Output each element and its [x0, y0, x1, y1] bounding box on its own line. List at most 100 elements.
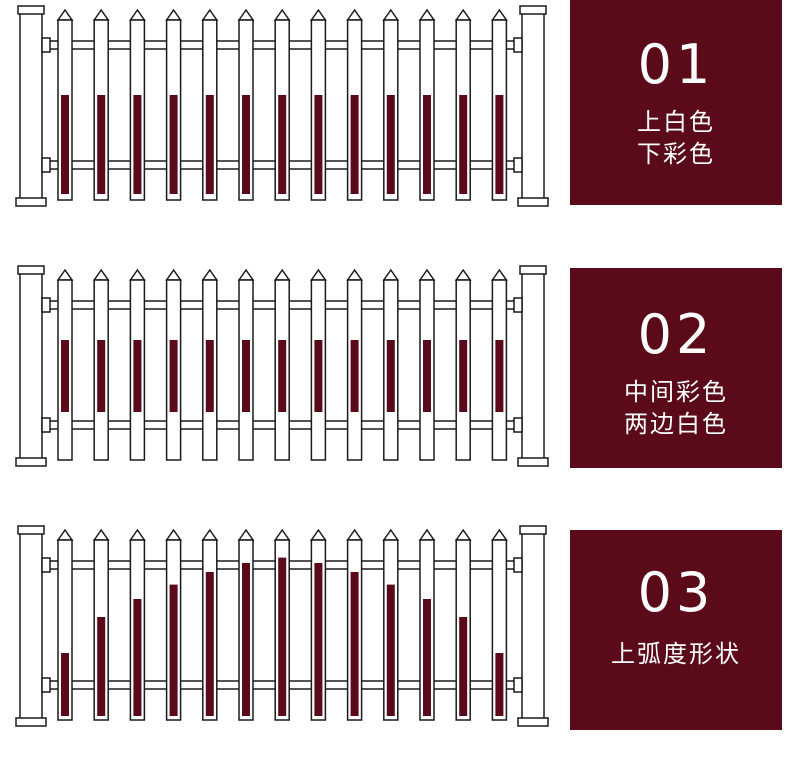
picket-tip [418, 268, 436, 281]
picket-tip [56, 268, 74, 281]
option-caption-line: 两边白色 [624, 410, 728, 438]
rail-bracket [41, 417, 51, 433]
picket-tip [56, 8, 74, 21]
picket-tip [273, 8, 291, 21]
option-caption-line: 中间彩色 [624, 378, 728, 406]
post-cap [519, 5, 547, 15]
picket-color-segment [386, 584, 395, 716]
picket-tip [128, 8, 146, 21]
picket-tip [237, 8, 255, 21]
picket-color-segment [278, 340, 287, 412]
picket-tip [128, 528, 146, 541]
picket-color-segment [133, 340, 142, 412]
picket-tip [165, 8, 183, 21]
picket-color-segment [495, 95, 504, 194]
rail-bracket [513, 297, 523, 313]
post-base [15, 717, 47, 727]
option-card: 01 上白色 下彩色 [570, 0, 782, 205]
picket-color-segment [386, 95, 395, 194]
rail-bracket [41, 297, 51, 313]
option-number: 03 [637, 561, 715, 624]
post-base [517, 457, 549, 467]
post-base [15, 457, 47, 467]
picket-tip [382, 268, 400, 281]
picket-tip [309, 8, 327, 21]
rail-bracket [41, 557, 51, 573]
fence-illustration [15, 5, 549, 207]
fence-illustration [15, 525, 549, 727]
picket-color-segment [61, 653, 69, 716]
picket-color-segment [459, 95, 468, 194]
picket-tip [346, 268, 364, 281]
picket-color-segment [314, 340, 323, 412]
picket-tip [237, 268, 255, 281]
picket-color-segment [242, 563, 250, 716]
picket-tip [56, 528, 74, 541]
picket-color-segment [459, 617, 468, 716]
fence-post [19, 529, 43, 721]
picket-color-segment [350, 95, 359, 194]
picket-color-segment [133, 95, 142, 194]
post-base [517, 717, 549, 727]
picket-tip [165, 268, 183, 281]
picket-tip [273, 268, 291, 281]
option-caption-line: 上弧度形状 [611, 640, 741, 668]
picket-color-segment [61, 95, 69, 194]
option-caption-line: 上白色 [637, 108, 715, 136]
picket-tip [490, 268, 508, 281]
picket-color-segment [495, 653, 504, 716]
fence-illustration [15, 265, 549, 467]
fence-post [521, 529, 545, 721]
picket-color-segment [314, 95, 323, 194]
rail-bracket [41, 677, 51, 693]
option-card: 03 上弧度形状 [570, 530, 782, 730]
post-base [15, 197, 47, 207]
option-number: 02 [637, 303, 715, 366]
picket-tip [309, 528, 327, 541]
post-cap [519, 525, 547, 535]
picket-color-segment [423, 95, 431, 194]
fence-post [521, 9, 545, 201]
picket-color-segment [61, 340, 69, 412]
rail-bracket [513, 557, 523, 573]
picket-tip [309, 268, 327, 281]
picket-tip [418, 528, 436, 541]
post-cap [519, 265, 547, 275]
picket-color-segment [350, 572, 359, 716]
picket-tip [382, 528, 400, 541]
rail-bracket [513, 677, 523, 693]
post-cap [17, 265, 45, 275]
picket-color-segment [97, 340, 106, 412]
picket-tip [346, 528, 364, 541]
picket-tip [128, 268, 146, 281]
picket-color-segment [350, 340, 359, 412]
picket-color-segment [205, 340, 214, 412]
picket-color-segment [169, 584, 178, 716]
picket-tip [201, 268, 219, 281]
picket-tip [201, 8, 219, 21]
option-2-row: 02 中间彩色 两边白色 [0, 260, 790, 485]
fence-post [19, 269, 43, 461]
option-3-row: 03 上弧度形状 [0, 520, 790, 750]
picket-color-segment [205, 572, 214, 716]
picket-color-segment [278, 557, 287, 716]
picket-tip [454, 8, 472, 21]
picket-color-segment [459, 340, 468, 412]
rail-bracket [513, 37, 523, 53]
option-1-row: 01 上白色 下彩色 [0, 0, 790, 225]
picket-tip [418, 8, 436, 21]
picket-color-segment [423, 340, 431, 412]
picket-color-segment [242, 340, 250, 412]
picket-tip [454, 268, 472, 281]
picket-color-segment [423, 599, 431, 716]
picket-color-segment [495, 340, 504, 412]
picket-tip [237, 528, 255, 541]
picket-tip [382, 8, 400, 21]
picket-color-segment [314, 563, 323, 716]
rail-bracket [41, 37, 51, 53]
picket-color-segment [386, 340, 395, 412]
picket-color-segment [278, 95, 287, 194]
picket-tip [490, 8, 508, 21]
fence-post [19, 9, 43, 201]
post-base [517, 197, 549, 207]
